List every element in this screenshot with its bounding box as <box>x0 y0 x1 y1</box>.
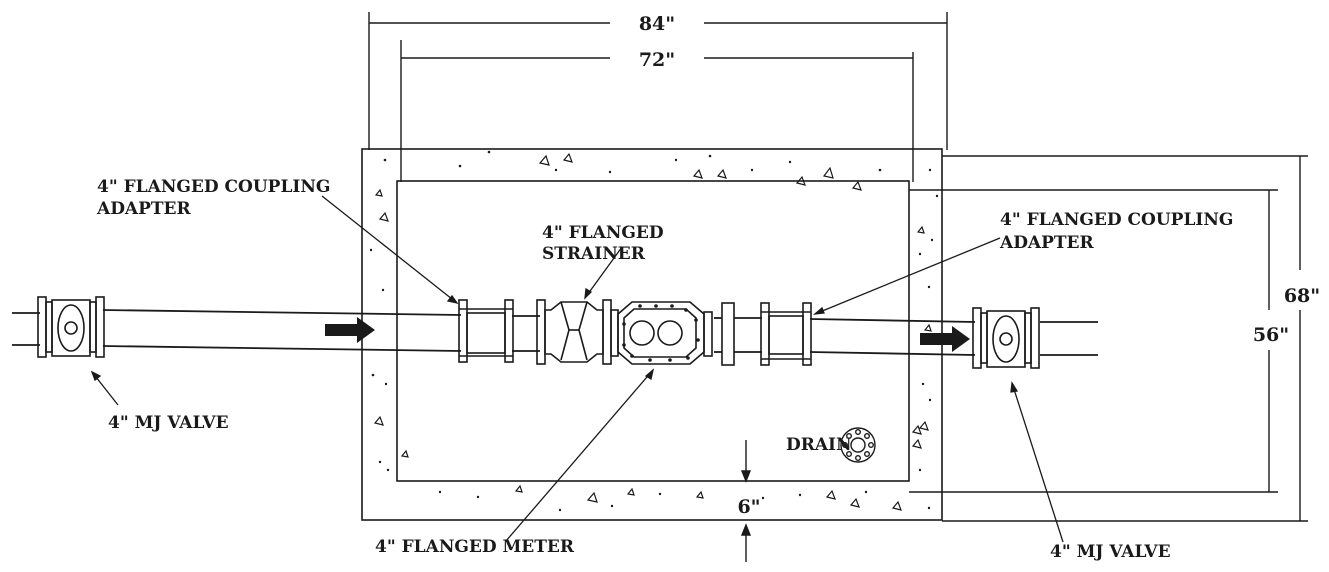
flow-arrow-right <box>920 326 970 352</box>
meter-outlet-flange <box>721 302 735 366</box>
vault-inner-wall <box>396 180 910 482</box>
mj-valve-left <box>37 296 105 358</box>
vault <box>361 148 943 521</box>
dim-outer-height: 68" <box>1284 285 1320 307</box>
label-coupling-right-2: ADAPTER <box>999 233 1095 253</box>
label-strainer-2: STRAINER <box>542 244 646 264</box>
flanged-meter <box>610 301 713 365</box>
flow-arrow-left <box>325 317 375 343</box>
flow-arrows <box>325 317 970 352</box>
coupling-adapter-left <box>458 299 514 363</box>
top-dimensions <box>368 12 948 182</box>
label-valve-left: 4" MJ VALVE <box>108 413 229 433</box>
label-coupling-right-1: 4" FLANGED COUPLING <box>1000 210 1233 230</box>
label-coupling-left-1: 4" FLANGED COUPLING <box>97 177 330 197</box>
label-strainer-1: 4" FLANGED <box>542 223 664 243</box>
dim-outer-width: 84" <box>639 13 675 35</box>
concrete-texture <box>373 152 932 511</box>
drain <box>840 427 876 463</box>
label-meter: 4" FLANGED METER <box>375 537 575 557</box>
right-dimensions <box>909 155 1308 522</box>
coupling-adapter-right <box>760 302 812 366</box>
concrete-dots <box>369 150 939 512</box>
mj-valve-right <box>972 307 1040 369</box>
pipe <box>12 309 1098 356</box>
label-coupling-left-2: ADAPTER <box>96 199 192 219</box>
drain-label: DRAIN <box>786 435 852 455</box>
leader-lines <box>90 195 1064 543</box>
strainer <box>536 299 612 365</box>
dim-wall-thickness: 6" <box>737 496 760 518</box>
label-valve-right: 4" MJ VALVE <box>1050 542 1171 562</box>
wall-thickness-dimension <box>740 440 752 562</box>
dim-inner-height: 56" <box>1253 324 1289 346</box>
dim-inner-width: 72" <box>639 49 675 71</box>
meter-bolts <box>622 304 700 362</box>
vault-outer-wall <box>361 148 943 521</box>
